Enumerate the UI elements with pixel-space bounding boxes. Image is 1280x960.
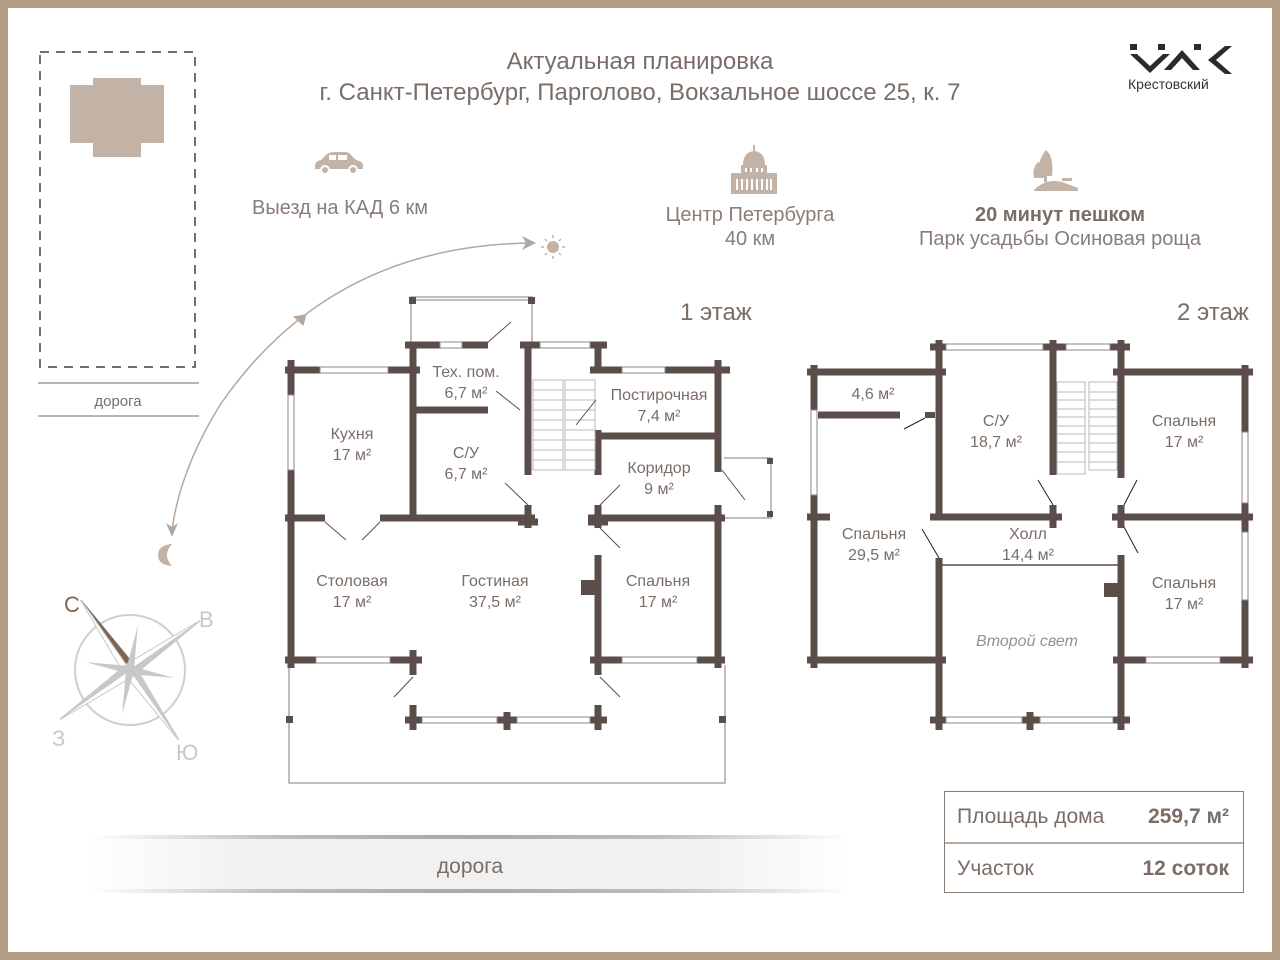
house-footprint-icon xyxy=(70,78,164,157)
info-center-distance: 40 км xyxy=(724,228,776,250)
plan-sheet xyxy=(8,8,1272,952)
moon-icon xyxy=(158,544,172,566)
room-tech: Тех. пом.6,7 м² xyxy=(432,364,500,402)
krestovsky-logo-icon xyxy=(1130,44,1232,74)
info-center-text: Центр Петербурга xyxy=(665,204,835,226)
compass-west-label: З xyxy=(52,726,66,751)
summary-row-plot: Участок 12 соток xyxy=(945,844,1243,894)
compass-north-point xyxy=(77,600,136,670)
room-second-light: Второй свет xyxy=(976,633,1078,650)
info-park-time: 20 минут пешком xyxy=(974,204,1146,226)
compass-north-label: С xyxy=(64,592,80,617)
page-title: Актуальная планировка xyxy=(506,48,774,75)
floor-1-label: 1 этаж xyxy=(680,299,752,326)
sun-path-arc xyxy=(171,242,533,531)
compass-rose xyxy=(60,600,200,740)
info-kad: Выезд на КАД 6 км xyxy=(200,196,480,220)
sun-path xyxy=(158,235,565,566)
sun-path-arrow-end xyxy=(166,523,178,537)
floor-1-staircase xyxy=(532,379,596,471)
info-park: 20 минут пешком Парк усадьбы Осиновая ро… xyxy=(880,203,1240,251)
summary-table: Площадь дома 259,7 м² Участок 12 соток xyxy=(944,791,1244,893)
floor-2-doors xyxy=(903,417,1139,559)
floor-1-walls xyxy=(285,341,730,730)
compass-east-label: В xyxy=(199,607,214,632)
cathedral-icon xyxy=(731,145,777,194)
site-plan xyxy=(38,51,199,417)
road-label-small: дорога xyxy=(94,393,142,410)
room-storage-2: 4,6 м² xyxy=(851,386,895,403)
car-icon xyxy=(315,152,363,175)
floor-2-staircase xyxy=(1056,381,1118,475)
info-park-name: Парк усадьбы Осиновая роща xyxy=(919,228,1201,250)
floor-1-doors xyxy=(324,321,746,698)
info-kad-text: Выезд на КАД 6 км xyxy=(251,197,428,219)
park-tree-icon xyxy=(1033,150,1078,191)
floor-2-walls xyxy=(807,340,1253,730)
floor-2-label: 2 этаж xyxy=(1177,299,1249,326)
sun-path-arrow-start xyxy=(522,236,536,250)
sun-path-arrow-mid xyxy=(292,314,307,326)
plot-boundary xyxy=(39,51,196,368)
plot-label: Участок xyxy=(957,857,1034,880)
house-area-value: 259,7 м² xyxy=(1148,805,1229,828)
bottom-road-label: дорога xyxy=(436,855,504,878)
compass-south-label: Ю xyxy=(176,740,199,765)
address: г. Санкт-Петербург, Парголово, Вокзально… xyxy=(319,79,961,106)
plot-value: 12 соток xyxy=(1142,857,1229,880)
logo-name: Крестовский xyxy=(1128,76,1209,92)
summary-row-area: Площадь дома 259,7 м² xyxy=(945,792,1243,842)
sun-icon xyxy=(541,235,565,259)
info-center: Центр Петербурга 40 км xyxy=(620,203,880,251)
house-area-label: Площадь дома xyxy=(957,805,1105,828)
bottom-road: дорога xyxy=(90,835,850,893)
